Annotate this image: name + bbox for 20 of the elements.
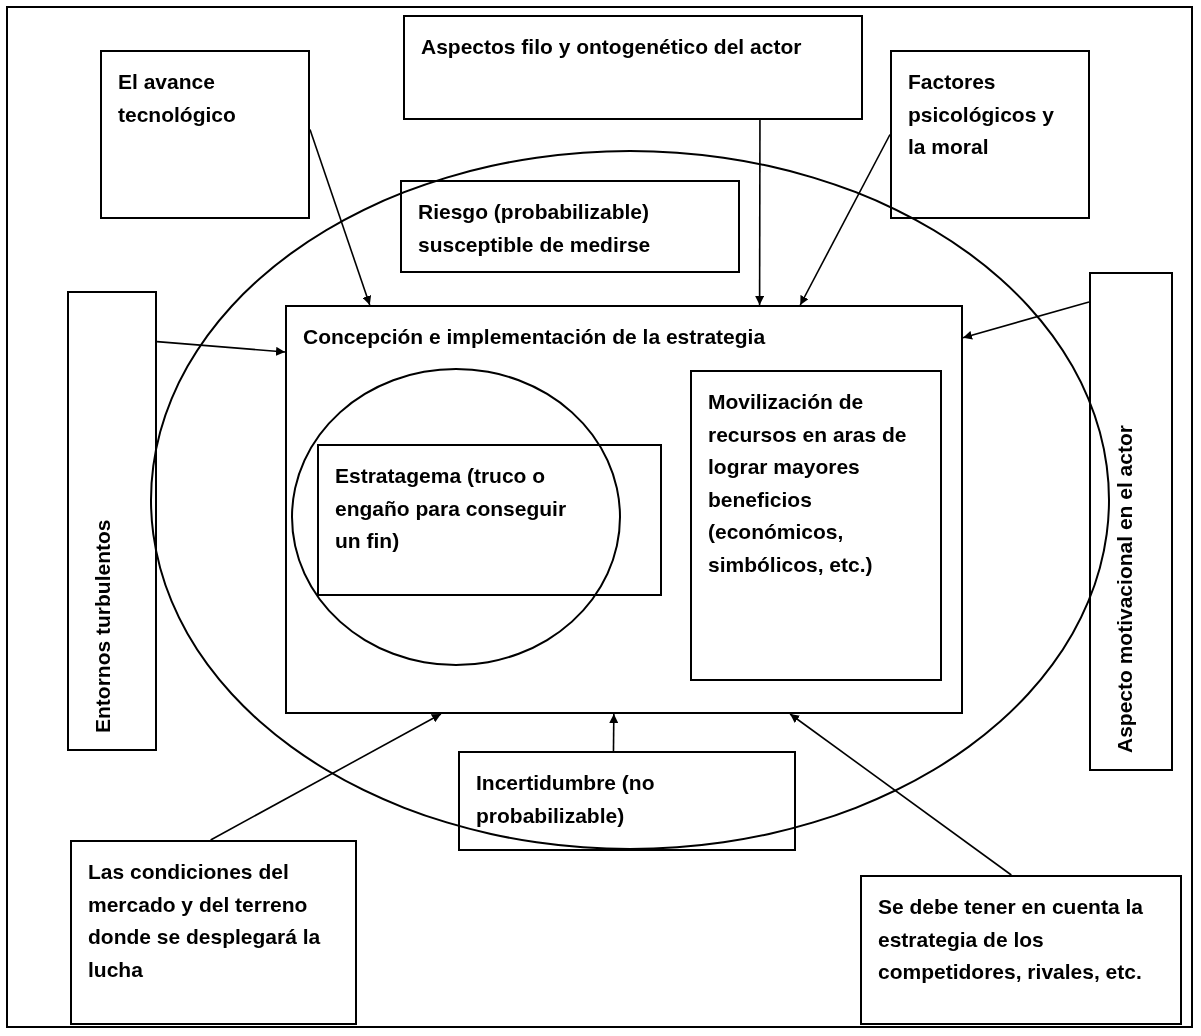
text-box: Estratagema (truco o engaño para conseguir un fin) — [317, 444, 662, 596]
text-box: Se debe tener en cuenta la estrategia de los competidores, rivales, etc. — [860, 875, 1182, 1025]
arrow — [609, 713, 619, 752]
box-title: Concepción e implementación de la estrategia — [303, 324, 767, 350]
text-box: Aspectos filo y ontogenético del actor — [403, 15, 863, 120]
text-box: Las condiciones del mercado y del terreno donde se desplegará la lucha — [70, 840, 357, 1025]
text-box: El avance tecnológico — [100, 50, 310, 219]
text-box: Movilización de recursos en aras de lograr mayores beneficios (económicos, simbólicos, etc.) — [690, 370, 942, 681]
arrow — [799, 133, 891, 306]
vertical-text-box: Aspecto motivacional en el actor — [1089, 272, 1173, 771]
container-box — [285, 305, 963, 714]
arrow — [209, 713, 442, 841]
text-box: Factores psicológicos y la moral — [890, 50, 1090, 219]
arrow — [156, 340, 286, 356]
arrow — [309, 128, 372, 306]
vertical-text-box: Entornos turbulentos — [67, 291, 157, 751]
arrow — [755, 119, 765, 306]
arrow — [789, 713, 1013, 876]
arrow — [962, 301, 1090, 340]
ellipse — [291, 368, 621, 666]
